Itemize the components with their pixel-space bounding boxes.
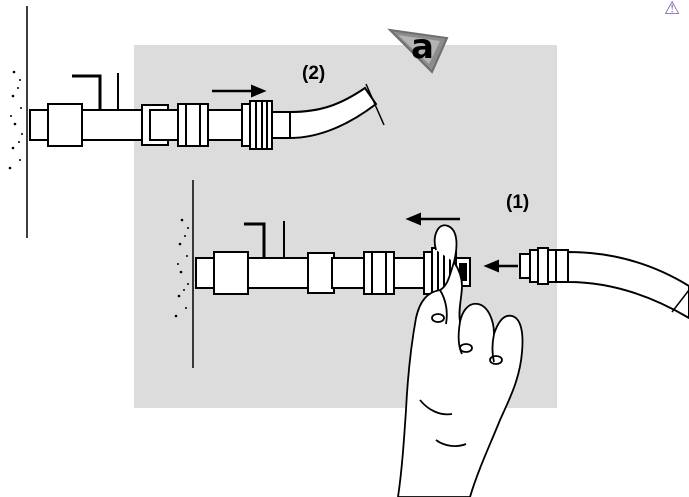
step-1-label: (1) — [506, 192, 529, 213]
step-2-label: (2) — [302, 63, 325, 84]
hand-illustration — [397, 224, 524, 497]
badge-letter: a — [411, 27, 434, 67]
lower-wall-texture — [174, 218, 189, 318]
figure-badge: a — [387, 27, 449, 74]
warning-icon: ⚠ — [664, 0, 680, 19]
upper-pipe-assembly — [8, 6, 385, 238]
upper-wall-texture — [8, 70, 23, 170]
